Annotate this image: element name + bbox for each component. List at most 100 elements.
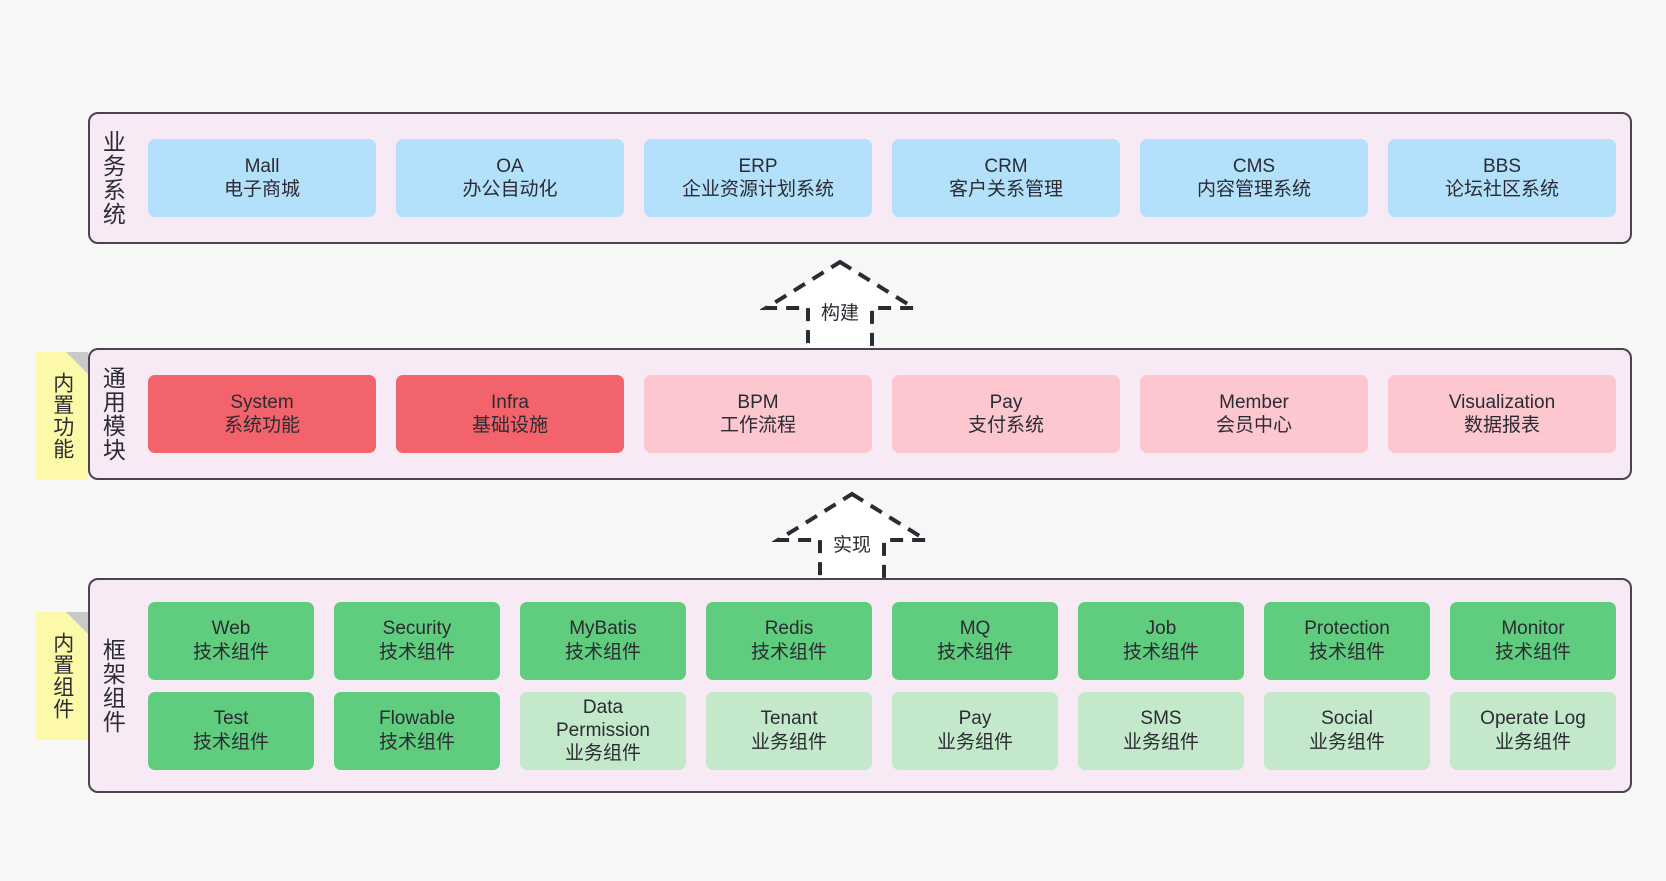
card-subtitle: 技术组件 [1122,641,1199,663]
card-title: Flowable [378,708,456,730]
card-subtitle: 技术组件 [378,731,455,753]
note-fold-corner-icon [66,352,88,374]
card-title: Social [1321,708,1373,730]
card-title: Job [1145,618,1177,640]
card-subtitle: 数据报表 [1463,415,1540,436]
card-title: Test [213,708,249,730]
card-subtitle: 技术组件 [1494,641,1571,663]
implement-arrow: 实现 [772,490,932,586]
card-subtitle: 客户关系管理 [948,179,1063,200]
card-subtitle: 业务组件 [564,743,641,765]
card-subtitle: 业务组件 [936,731,1013,753]
card-subtitle: 技术组件 [1308,641,1385,663]
card-title: Web [211,618,251,640]
card-subtitle: 工作流程 [719,415,796,436]
card-subtitle: 电子商城 [223,179,300,200]
common-module-label: 通用模块 [99,366,126,462]
card-title: Visualization [1448,391,1556,413]
card-title: Tenant [760,708,818,730]
card-subtitle: 企业资源计划系统 [681,179,834,200]
card-title: MyBatis [569,618,637,640]
card-title: SMS [1140,708,1182,730]
card-title: Mall [244,155,280,177]
framework-component-label: 框架组件 [99,637,126,734]
card-subtitle: 技术组件 [192,641,269,663]
card-subtitle: 业务组件 [1494,731,1571,753]
business-system-label: 业务系统 [99,130,126,226]
card-title: Protection [1304,618,1390,640]
build-arrow: 构建 [760,258,920,354]
card-subtitle: 业务组件 [1122,731,1199,753]
card-title: Pay [958,708,992,730]
note-fold-corner-icon [66,612,88,634]
card-title: Member [1219,391,1289,413]
implement-arrow-label: 实现 [832,535,871,556]
card-title: Operate Log [1480,708,1586,730]
card-subtitle: 基础设施 [471,415,548,436]
card-title: OA [496,155,524,177]
card-subtitle: 业务组件 [1308,731,1385,753]
card-title: Pay [989,391,1023,413]
card-subtitle: 技术组件 [192,731,269,753]
builtin-function-note-label: 内置功能 [50,372,74,460]
card-title: CMS [1232,155,1276,177]
card-subtitle: 支付系统 [967,415,1044,436]
build-arrow-label: 构建 [820,303,859,324]
card-title: Redis [764,618,814,640]
builtin-component-note: 内置组件 [36,612,88,740]
builtin-function-note: 内置功能 [36,352,88,480]
card-title: BPM [737,391,779,413]
card-subtitle: 系统功能 [223,415,300,436]
card-title: Data Permission [556,696,650,741]
card-subtitle: 技术组件 [378,641,455,663]
card-subtitle: 论坛社区系统 [1444,179,1559,200]
card-title: ERP [738,155,778,177]
card-title: BBS [1482,155,1522,177]
builtin-component-note-label: 内置组件 [50,632,74,720]
card-title: Security [382,618,452,640]
card-subtitle: 技术组件 [936,641,1013,663]
card-title: MQ [959,618,991,640]
card-subtitle: 会员中心 [1215,415,1292,436]
card-subtitle: 技术组件 [564,641,641,663]
card-title: CRM [984,155,1028,177]
